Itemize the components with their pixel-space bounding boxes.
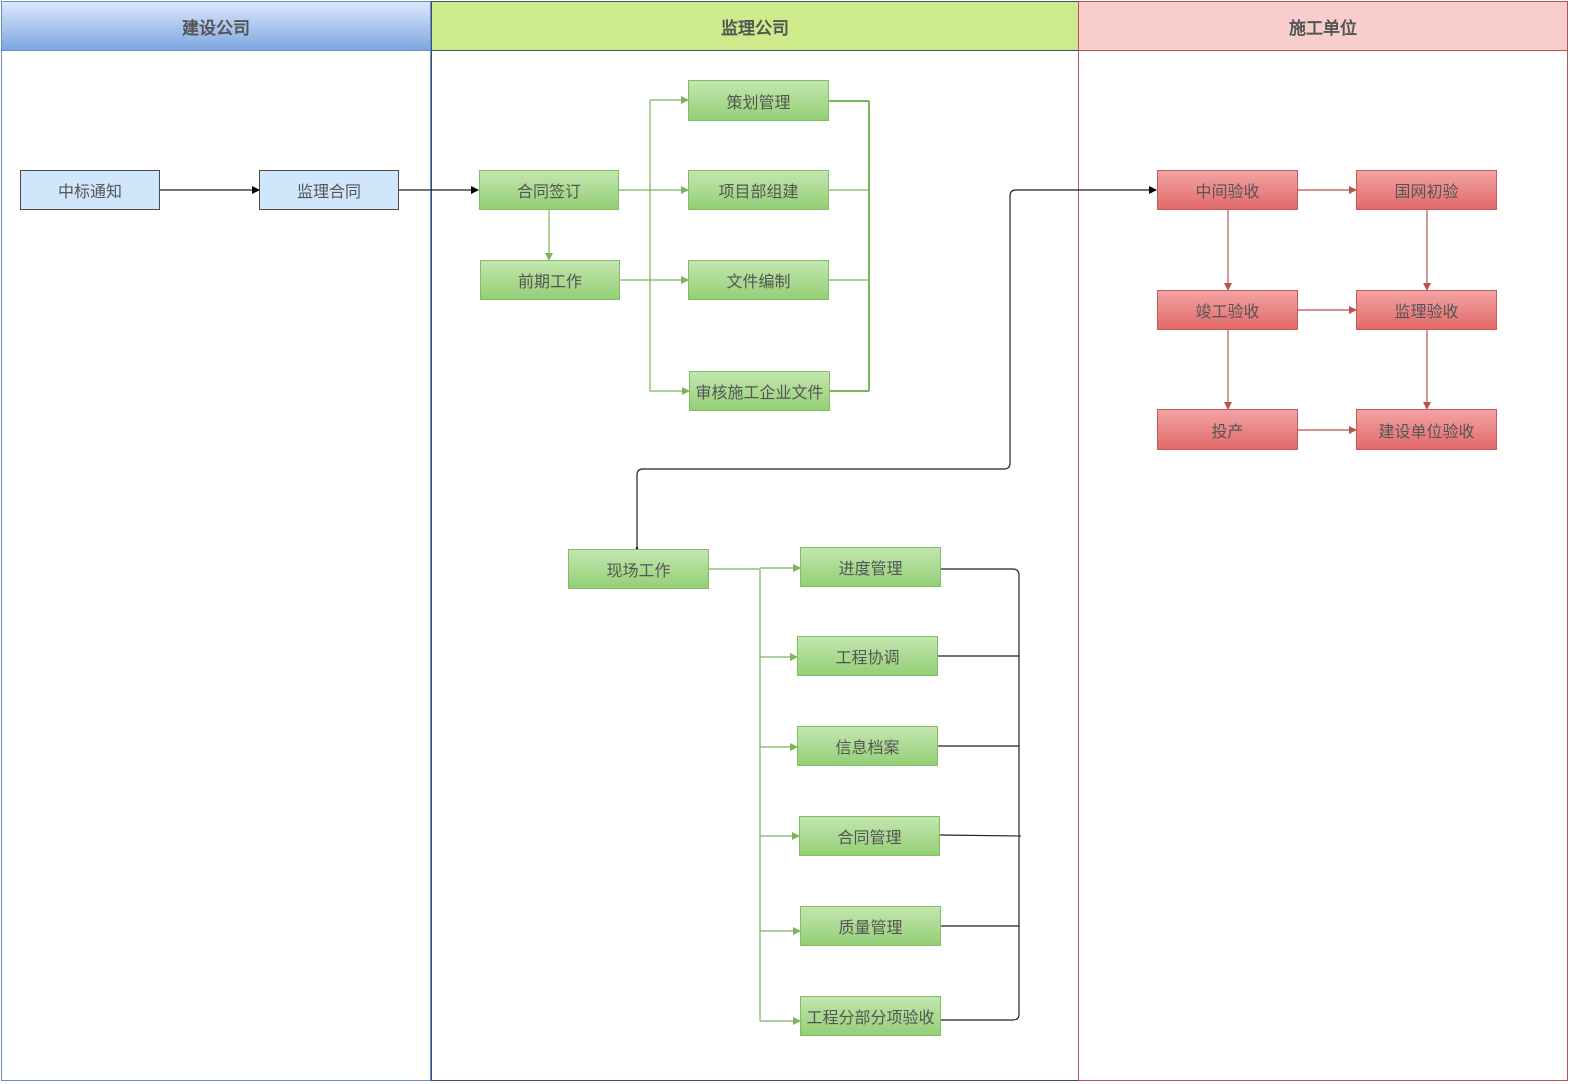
node-sub-item-acceptance[interactable]: 工程分部分项验收 bbox=[800, 996, 941, 1036]
node-schedule-mgmt[interactable]: 进度管理 bbox=[800, 547, 941, 587]
edge-site-to-interim bbox=[636, 186, 1157, 548]
lane-owner: 建设公司 bbox=[1, 1, 431, 1081]
node-info-archives[interactable]: 信息档案 bbox=[797, 726, 938, 766]
node-review-contractor-docs[interactable]: 审核施工企业文件 bbox=[689, 371, 830, 411]
lane-owner-header: 建设公司 bbox=[2, 2, 430, 51]
node-supervision-contract[interactable]: 监理合同 bbox=[259, 170, 399, 210]
node-contract-sign[interactable]: 合同签订 bbox=[479, 170, 619, 210]
node-planning-mgmt[interactable]: 策划管理 bbox=[688, 80, 829, 121]
node-project-dept-setup[interactable]: 项目部组建 bbox=[688, 170, 829, 210]
node-contract-mgmt[interactable]: 合同管理 bbox=[799, 816, 940, 856]
node-interim-acceptance[interactable]: 中间验收 bbox=[1157, 170, 1298, 210]
node-early-work[interactable]: 前期工作 bbox=[480, 260, 620, 300]
lane-supervisor-header: 监理公司 bbox=[432, 2, 1078, 51]
lane-builder-header: 施工单位 bbox=[1079, 2, 1567, 51]
node-supervision-acceptance[interactable]: 监理验收 bbox=[1356, 290, 1497, 330]
node-bid-notice[interactable]: 中标通知 bbox=[20, 170, 160, 210]
node-state-grid-initial[interactable]: 国网初验 bbox=[1356, 170, 1497, 210]
node-site-work[interactable]: 现场工作 bbox=[568, 549, 709, 589]
node-doc-preparation[interactable]: 文件编制 bbox=[688, 260, 829, 300]
node-owner-acceptance[interactable]: 建设单位验收 bbox=[1356, 409, 1497, 450]
node-completion-acceptance[interactable]: 竣工验收 bbox=[1157, 290, 1298, 330]
node-quality-mgmt[interactable]: 质量管理 bbox=[800, 906, 941, 946]
node-production[interactable]: 投产 bbox=[1157, 409, 1298, 450]
collector-site-tasks bbox=[940, 568, 1020, 1021]
node-engineering-coordination[interactable]: 工程协调 bbox=[797, 636, 938, 676]
lane-supervisor: 监理公司 bbox=[431, 1, 1079, 1081]
lane-builder: 施工单位 bbox=[1078, 1, 1568, 1081]
